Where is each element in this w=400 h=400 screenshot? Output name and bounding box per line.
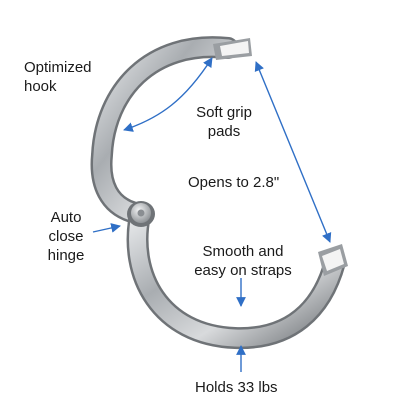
label-opens-to: Opens to 2.8" bbox=[188, 174, 280, 191]
hook-upper-arc-shine bbox=[93, 38, 237, 221]
label-auto-close-hinge: Auto close hinge bbox=[47, 209, 85, 264]
label-soft-grip-pads: Soft grip pads bbox=[196, 104, 252, 140]
arrow-auto-close-hinge bbox=[92, 223, 121, 233]
arrow-opening-width bbox=[254, 61, 332, 243]
label-holds-weight: Holds 33 lbs bbox=[195, 379, 278, 396]
label-smooth-straps: Smooth and easy on straps bbox=[194, 243, 292, 279]
hinge bbox=[127, 201, 155, 227]
bottom-grip-pad bbox=[318, 244, 348, 276]
label-optimized-hook: Optimized hook bbox=[24, 59, 92, 95]
top-grip-pad bbox=[213, 38, 252, 60]
hook-lower-arc-shine bbox=[129, 206, 344, 347]
arrow-hook-to-pad bbox=[123, 57, 213, 132]
